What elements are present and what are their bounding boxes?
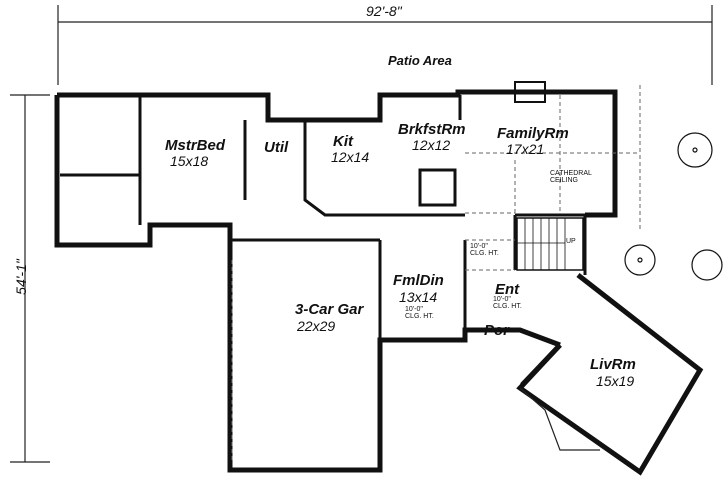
- staircase: [516, 217, 584, 271]
- width-dimension: 92'-8": [366, 3, 402, 19]
- utility-name: Util: [264, 139, 289, 156]
- living-bay: [519, 387, 600, 451]
- living-room-wall: [516, 273, 704, 476]
- depth-dimension: 54'-1": [12, 259, 29, 295]
- dining-ceiling-note: 10'-0" CLG. HT.: [405, 306, 434, 320]
- family-size: 17x21: [506, 141, 545, 157]
- breakfast-size: 12x12: [412, 137, 451, 153]
- breakfast-name: BrkfstRm: [398, 121, 466, 138]
- hall-ceiling-note: 10'-0" CLG. HT.: [470, 243, 499, 257]
- depth-dimension-line: [10, 94, 50, 463]
- porch-name: Por: [484, 322, 510, 339]
- garage-size: 22x29: [297, 318, 336, 334]
- width-dimension-line: [57, 5, 713, 85]
- ceiling-lines: [465, 85, 641, 271]
- kitchen-name: Kit: [333, 133, 353, 150]
- fireplace: [514, 81, 546, 103]
- patio-label: Patio Area: [388, 53, 452, 68]
- interior-walls: [60, 95, 587, 340]
- master-bed-size: 15x18: [170, 153, 209, 169]
- family-name: FamilyRm: [497, 125, 569, 142]
- family-ceiling-note: CATHEDRAL CEILING: [550, 170, 592, 184]
- master-bed-name: MstrBed: [165, 137, 226, 154]
- stairs-up-label: UP: [566, 238, 576, 245]
- dining-size: 13x14: [399, 289, 438, 305]
- entry-name: Ent: [495, 281, 520, 298]
- living-name: LivRm: [590, 356, 636, 373]
- garage-name: 3-Car Gar: [295, 301, 364, 318]
- tree-icon: [624, 132, 723, 281]
- living-size: 15x19: [596, 373, 635, 389]
- kitchen-size: 12x14: [331, 149, 370, 165]
- dining-name: FmlDin: [393, 272, 444, 289]
- entry-ceiling-note: 10'-0" CLG. HT.: [493, 296, 522, 310]
